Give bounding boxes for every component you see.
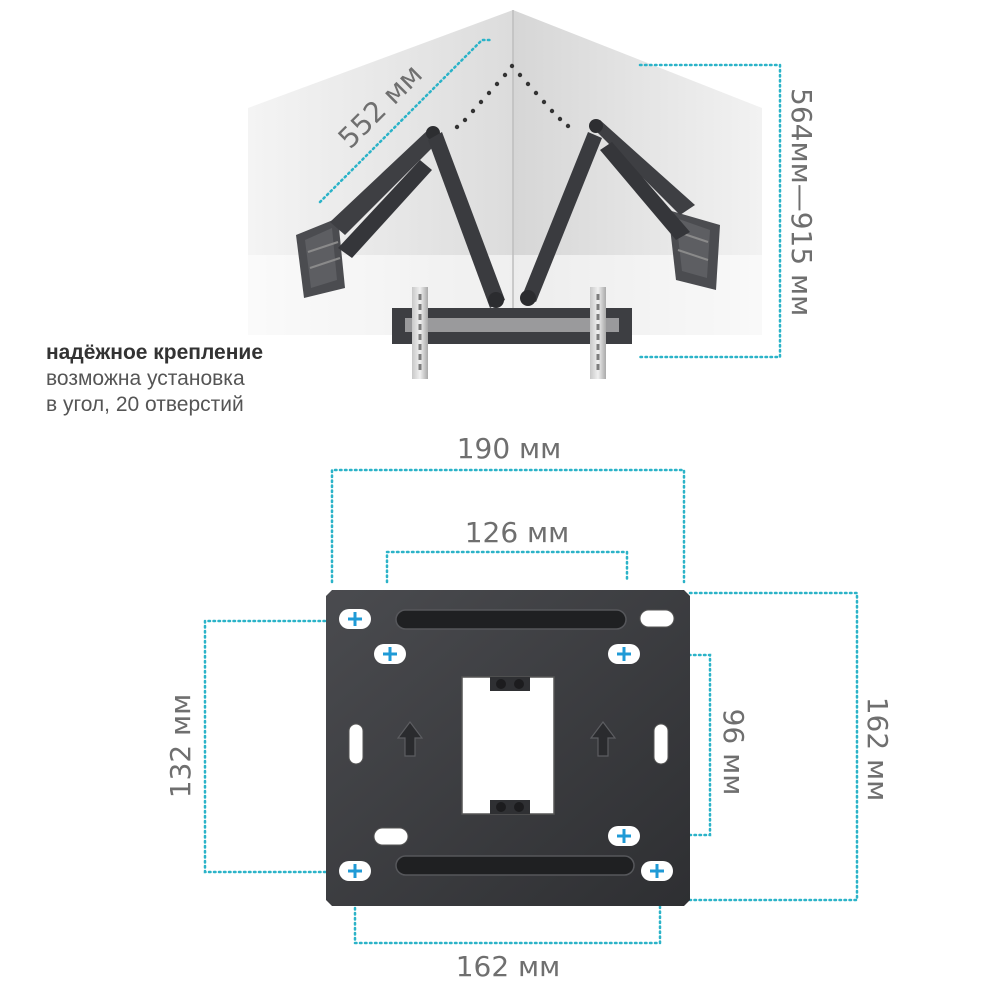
- right-arm-assembly: [520, 119, 720, 306]
- right-upper-arm: [590, 120, 695, 215]
- plus-marker-icon: [339, 861, 371, 881]
- tv-bracket-left-strip: [412, 287, 428, 379]
- up-arrow-icon: [589, 721, 617, 757]
- dim-height-right: [688, 591, 859, 902]
- plus-marker-icon: [608, 644, 640, 664]
- bottom-left-oval: [373, 827, 409, 846]
- tv-bracket-right-strip: [590, 287, 606, 379]
- dim-arm-length: [318, 38, 494, 204]
- dim-extension: [638, 63, 782, 359]
- dim-width-outer-label: 190 мм: [457, 432, 562, 465]
- dim-width-inner: [385, 550, 629, 584]
- up-arrow-icon: [396, 721, 424, 757]
- left-upper-arm: [330, 128, 440, 235]
- dim-width-inner-label: 126 мм: [465, 516, 570, 549]
- right-long-arm: [522, 132, 602, 302]
- caption-title: надёжное крепление: [46, 341, 264, 364]
- top-long-slot: [395, 609, 627, 630]
- dim-height-left: [203, 619, 337, 874]
- top-right-oval: [639, 609, 675, 628]
- dim-width-outer: [330, 468, 686, 584]
- dim-height-left-label: 132 мм: [164, 694, 197, 799]
- caption-line-1: возможна установка: [46, 367, 245, 390]
- center-window: [461, 676, 555, 815]
- bottom-long-slot: [395, 855, 635, 876]
- dim-depth-dots: [454, 63, 571, 130]
- wall-plate: [326, 590, 690, 906]
- right-side-slot: [653, 723, 669, 765]
- dim-width-bottom-label: 162 мм: [456, 950, 561, 983]
- plus-marker-icon: [339, 609, 371, 629]
- right-lower-arm: [600, 142, 690, 240]
- left-arm-assembly: [296, 126, 505, 308]
- plus-markers: [339, 609, 673, 881]
- dim-width-bottom: [353, 896, 662, 945]
- plus-marker-icon: [641, 861, 673, 881]
- dim-height-inner: [682, 653, 712, 837]
- plus-marker-icon: [374, 644, 406, 664]
- left-long-arm: [428, 132, 505, 308]
- caption-line-2: в угол, 20 отверстий: [46, 393, 244, 416]
- left-lower-arm: [338, 160, 432, 258]
- dim-height-inner-label: 96 мм: [717, 709, 750, 796]
- dim-extension-label: 564мм—915 мм: [785, 88, 818, 316]
- left-wall-plate-inner: [305, 228, 337, 288]
- plus-marker-icon: [608, 826, 640, 846]
- tv-bracket: [392, 287, 632, 379]
- corner-wall: [248, 10, 762, 345]
- left-side-slot: [348, 723, 364, 765]
- feature-caption: надёжное крепление возможна установка в …: [46, 340, 263, 418]
- dim-height-right-label: 162 мм: [861, 697, 894, 802]
